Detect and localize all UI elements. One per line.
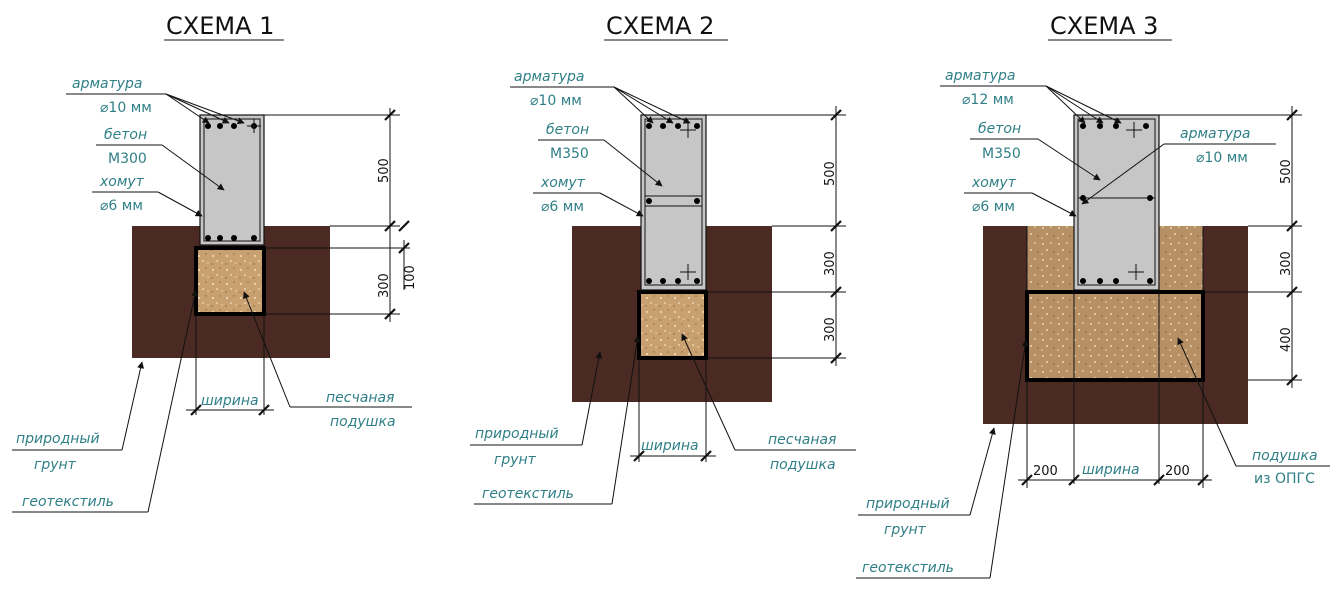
scheme-2-dim-300-a: 300 bbox=[823, 251, 838, 276]
scheme-2-label-soil-2: грунт bbox=[494, 452, 537, 468]
scheme-1-label-concrete: бетон bbox=[104, 127, 147, 143]
scheme-3-label-rebar: арматура bbox=[945, 68, 1016, 84]
scheme-2-label-rebar: арматура bbox=[514, 69, 585, 85]
scheme-2-title: СХЕМА 2 bbox=[606, 12, 714, 40]
scheme-1-label-cushion: песчаная bbox=[326, 390, 394, 406]
scheme-1: СХЕМА 1 арматура ⌀10 мм бетон М300 хомут… bbox=[12, 12, 418, 513]
scheme-2-concrete-beam bbox=[640, 114, 707, 291]
scheme-1-label-width: ширина bbox=[201, 393, 259, 409]
scheme-3-label-width: ширина bbox=[1082, 462, 1140, 478]
scheme-2-label-concrete: бетон bbox=[546, 122, 589, 138]
scheme-3-dim-offset-left: 200 bbox=[1033, 464, 1058, 479]
scheme-2-label-cushion: песчаная bbox=[768, 432, 836, 448]
scheme-3-label-stirrup-dia: ⌀6 мм bbox=[972, 199, 1015, 215]
scheme-1-label-rebar: арматура bbox=[72, 76, 143, 92]
scheme-3-dim-300: 300 bbox=[1279, 251, 1294, 276]
scheme-3-rebar bbox=[1080, 122, 1153, 284]
scheme-3-label-soil-2: грунт bbox=[884, 522, 927, 538]
scheme-2-geotextile-outline bbox=[637, 290, 708, 360]
scheme-2-label-geotextile: геотекстиль bbox=[482, 486, 574, 502]
scheme-2-dim-300-b: 300 bbox=[823, 317, 838, 342]
scheme-1-label-concrete-grade: М300 bbox=[108, 151, 147, 167]
scheme-3-label-rebar-side: арматура bbox=[1180, 126, 1251, 142]
scheme-1-label-cushion-2: подушка bbox=[330, 414, 396, 430]
scheme-3-label-concrete-grade: М350 bbox=[982, 146, 1021, 162]
scheme-1-label-soil: природный bbox=[16, 431, 100, 447]
scheme-2-label-width: ширина bbox=[641, 438, 699, 454]
scheme-3-label-cushion-2: из ОПГС bbox=[1254, 471, 1315, 487]
scheme-3-dim-400: 400 bbox=[1279, 327, 1294, 352]
scheme-1-label-rebar-dia: ⌀10 мм bbox=[100, 100, 152, 116]
scheme-3-label-geotextile: геотекстиль bbox=[862, 560, 954, 576]
scheme-3-label-soil: природный bbox=[866, 496, 950, 512]
scheme-3-title: СХЕМА 3 bbox=[1050, 12, 1158, 40]
scheme-2-label-stirrup-dia: ⌀6 мм bbox=[541, 199, 584, 215]
scheme-2-label-rebar-dia: ⌀10 мм bbox=[530, 93, 582, 109]
scheme-2-sand-cushion bbox=[639, 292, 706, 358]
scheme-1-rebar bbox=[205, 119, 261, 241]
scheme-3-concrete-beam bbox=[1073, 114, 1160, 291]
scheme-1-geotextile-outline bbox=[194, 246, 266, 316]
scheme-3-geotextile-outline bbox=[1025, 290, 1205, 382]
scheme-3-label-cushion: подушка bbox=[1252, 448, 1318, 464]
scheme-2: СХЕМА 2 арматура ⌀10 мм бетон М350 хомут bbox=[470, 12, 856, 505]
scheme-2-dim-500: 500 bbox=[823, 161, 838, 186]
scheme-1-label-geotextile: геотекстиль bbox=[22, 494, 114, 510]
scheme-1-title: СХЕМА 1 bbox=[166, 12, 274, 40]
scheme-3-label-rebar-dia: ⌀12 мм bbox=[962, 92, 1014, 108]
scheme-2-label-concrete-grade: М350 bbox=[550, 146, 589, 162]
scheme-3-label-concrete: бетон bbox=[978, 121, 1021, 137]
scheme-1-dim-100: 100 bbox=[403, 265, 418, 290]
scheme-1-label-stirrup-dia: ⌀6 мм bbox=[100, 198, 143, 214]
scheme-1-sand-cushion bbox=[196, 248, 264, 314]
scheme-1-label-stirrup: хомут bbox=[99, 174, 145, 190]
scheme-3-dim-offset-right: 200 bbox=[1165, 464, 1190, 479]
scheme-3-label-stirrup: хомут bbox=[971, 175, 1017, 191]
scheme-1-dim-300: 300 bbox=[377, 273, 392, 298]
scheme-3-label-rebar-side-dia: ⌀10 мм bbox=[1196, 150, 1248, 166]
scheme-2-label-stirrup: хомут bbox=[540, 175, 586, 191]
scheme-2-rebar bbox=[646, 122, 700, 284]
scheme-3-opgs-cushion bbox=[1027, 292, 1203, 380]
scheme-3: СХЕМА 3 арматура ⌀12 мм арматура ⌀1 bbox=[856, 12, 1330, 579]
scheme-1-label-soil-2: грунт bbox=[34, 457, 77, 473]
scheme-2-label-cushion-2: подушка bbox=[770, 457, 836, 473]
scheme-3-dim-500: 500 bbox=[1279, 159, 1294, 184]
scheme-2-label-soil: природный bbox=[475, 426, 559, 442]
scheme-1-dim-500: 500 bbox=[377, 158, 392, 183]
